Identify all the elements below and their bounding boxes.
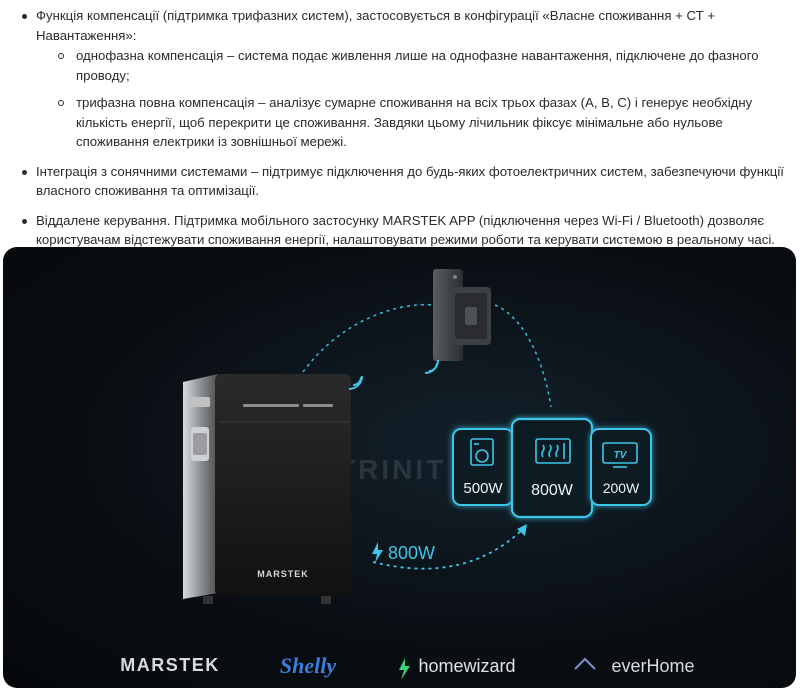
logo-everhome-mark	[574, 657, 596, 670]
banner-illustration: TRINIT MARSTEK	[120, 269, 695, 680]
lightning-icon	[372, 542, 383, 563]
power-flow-label: 800W	[372, 542, 435, 563]
load-card: TV 200W	[590, 428, 652, 506]
logo-everhome: everHome	[611, 656, 694, 676]
tv-icon-label: TV	[614, 450, 628, 461]
list-item: Функція компенсації (підтримка трифазних…	[22, 6, 792, 152]
list-item: Інтеграція з сонячними системами – підтр…	[22, 162, 792, 201]
partner-logos: MARSTEK Shelly homewizard everHome	[120, 653, 695, 680]
logo-marstek: MARSTEK	[120, 655, 220, 675]
logo-homewizard: homewizard	[418, 656, 515, 676]
logo-shelly: Shelly	[280, 653, 336, 678]
load-card: 500W	[452, 428, 514, 506]
logo-homewizard-bolt	[399, 658, 410, 680]
load-value: 800W	[531, 482, 574, 499]
wifi-icon	[348, 375, 363, 390]
washing-machine-icon	[470, 438, 494, 466]
load-value: 500W	[463, 480, 503, 497]
watermark-text: TRINIT	[338, 454, 446, 485]
product-banner: TRINIT MARSTEK	[3, 247, 796, 688]
load-card: 800W	[510, 417, 594, 519]
connection-arc	[302, 303, 434, 373]
feature-text: Функція компенсації (підтримка трифазних…	[0, 0, 800, 260]
flow-value: 800W	[388, 543, 435, 563]
power-flow-arrow	[372, 528, 524, 570]
tv-icon	[602, 442, 638, 468]
list-item: Віддалене керування. Підтримка мобільног…	[22, 211, 792, 250]
list-item-text: Функція компенсації (підтримка трифазних…	[36, 8, 716, 43]
feature-list: Функція компенсації (підтримка трифазних…	[22, 6, 792, 250]
microwave-icon	[535, 438, 571, 464]
sub-list-item: трифазна повна компенсація – аналізує су…	[54, 93, 792, 152]
sub-list-item: однофазна компенсація – система подає жи…	[54, 46, 792, 85]
wifi-icon	[424, 359, 439, 374]
connection-arc	[494, 304, 552, 408]
load-value: 200W	[603, 480, 640, 496]
sub-list: однофазна компенсація – система подає жи…	[36, 46, 792, 152]
smart-meter	[433, 269, 491, 361]
battery-brand: MARSTEK	[257, 569, 309, 579]
battery-unit: MARSTEK	[183, 374, 351, 604]
